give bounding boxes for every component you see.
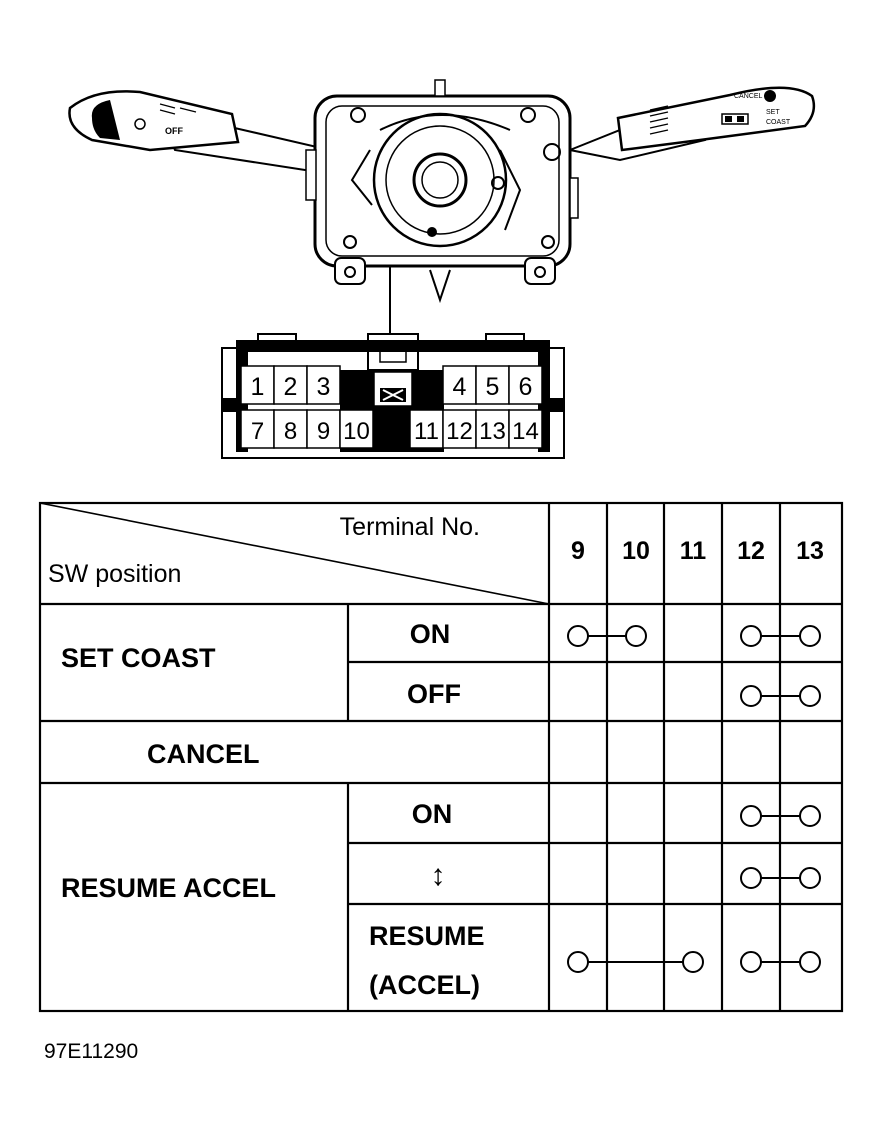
terminal-header: 10: [622, 537, 650, 565]
lever-coast-label: COAST: [766, 119, 791, 126]
group-cancel: CANCEL: [147, 739, 260, 769]
connector-pin-cell: [442, 409, 477, 449]
connector-pin-label: 12: [446, 418, 473, 445]
connector-pin-cell: [508, 365, 543, 405]
sub-resume-line1: RESUME: [369, 921, 485, 951]
continuity-terminal-mark: [740, 951, 762, 973]
connector-pin-cell: [273, 409, 308, 449]
combination-switch-illustration: OFF CANCEL SET COAST: [68, 79, 816, 459]
connector-pin-label: 1: [251, 373, 265, 401]
continuity-terminal-mark: [682, 951, 704, 973]
terminal-header: 9: [571, 537, 585, 565]
continuity-terminal-mark: [567, 625, 589, 647]
connector-pin-label: 14: [512, 418, 539, 445]
switch-body: [305, 79, 579, 304]
connector-pin-cell: [409, 409, 444, 449]
connector-pin-cell: [339, 409, 374, 449]
connector-pin-cell: [306, 409, 341, 449]
lever-off-label: OFF: [165, 126, 183, 136]
connector-pin-label: 11: [414, 418, 439, 445]
continuity-terminal-mark: [740, 685, 762, 707]
continuity-terminal-mark: [740, 805, 762, 827]
connector-pin-label: 9: [317, 418, 330, 445]
sub-resume-line2: (ACCEL): [369, 970, 480, 1000]
continuity-terminal-mark: [567, 951, 589, 973]
connector-pin-cell: [240, 409, 275, 449]
sub-set-coast-off: OFF: [407, 679, 461, 709]
connector-pin-label: 3: [317, 373, 331, 401]
right-lever: CANCEL SET COAST: [566, 86, 816, 162]
connector-pin-cell: [475, 409, 510, 449]
terminal-header: 12: [737, 537, 765, 565]
continuity-terminal-mark: [799, 867, 821, 889]
connector-pin-cell: [306, 365, 341, 405]
connector-pin-label: 2: [284, 373, 298, 401]
lever-set-label: SET: [766, 109, 780, 116]
continuity-terminal-mark: [625, 625, 647, 647]
sub-resume-accel-on: ON: [412, 799, 453, 829]
sub-set-coast-on: ON: [410, 619, 451, 649]
continuity-terminal-mark: [740, 867, 762, 889]
sub-resume-accel-arrow: ↕: [431, 859, 446, 892]
connector-pin-label: 5: [486, 373, 500, 401]
light-icon: [134, 118, 146, 130]
connector-pin-label: 13: [479, 418, 506, 445]
header-sw-position: SW position: [48, 560, 181, 588]
continuity-terminal-mark: [799, 685, 821, 707]
connector-pin-label: 7: [251, 418, 264, 445]
connector-pin-label: 8: [284, 418, 297, 445]
connector-pin-cell: [508, 409, 543, 449]
connector-pin-label: 4: [453, 373, 467, 401]
continuity-terminal-mark: [799, 805, 821, 827]
connector-pin-label: 6: [519, 373, 533, 401]
connector-pin-cell: [442, 365, 477, 405]
header-terminal-no: Terminal No.: [340, 513, 480, 541]
connector-pin-label: 10: [343, 418, 370, 445]
continuity-terminal-mark: [799, 951, 821, 973]
group-resume-accel: RESUME ACCEL: [61, 873, 276, 903]
terminal-header: 11: [680, 537, 707, 565]
continuity-terminal-mark: [740, 625, 762, 647]
group-set-coast: SET COAST: [61, 643, 216, 673]
lever-cancel-label: CANCEL: [734, 93, 763, 100]
figure-code: 97E11290: [44, 1040, 139, 1063]
continuity-terminal-mark: [799, 625, 821, 647]
terminal-header: 13: [796, 537, 824, 565]
